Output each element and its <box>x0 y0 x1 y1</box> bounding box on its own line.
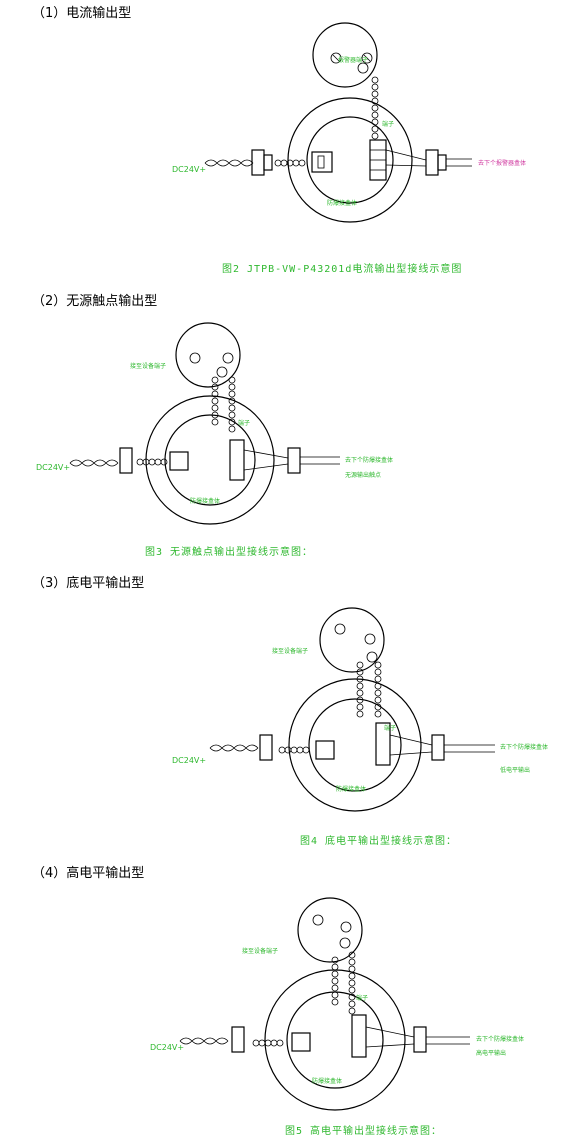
module-box <box>311 151 333 173</box>
sensor-head-circle <box>175 322 241 388</box>
section-4-caption: 图5 高电平输出型接线示意图： <box>285 1126 443 1137</box>
right-label: 去下个报警器盒体 <box>478 159 526 167</box>
right-label: 去下个防爆接盒体 <box>345 456 393 464</box>
side-label: 端子 <box>238 419 250 427</box>
section-2-caption: 图3 无源触点输出型接线示意图： <box>145 547 314 558</box>
bottom-label: 防爆接盒体 <box>312 1077 342 1085</box>
bottom-label: 防爆接盒体 <box>327 199 357 207</box>
side-label: 端子 <box>356 994 368 1002</box>
inner-label: 接至设备端子 <box>242 947 278 955</box>
enclosure-inner <box>286 991 384 1089</box>
section-3-heading: （3）底电平输出型 <box>32 576 145 591</box>
dc-label: DC24V+ <box>172 756 206 765</box>
left-gland <box>251 149 265 176</box>
inner-label: 接至设备端子 <box>272 647 308 655</box>
section-4-heading: （4）高电平输出型 <box>32 866 145 881</box>
extra-right-label: 无源输出触点 <box>345 471 381 479</box>
wiring-diagram-1: 报警器端子 端子 防爆接盒体 DC24V+ 去下个报警器盒体 <box>172 22 526 223</box>
side-label: 端子 <box>384 724 396 732</box>
enclosure-outer <box>145 395 275 525</box>
sensor-head-circle <box>297 897 363 963</box>
terminal-screw <box>330 52 342 64</box>
dc-label: DC24V+ <box>172 165 206 174</box>
enclosure-inner <box>308 698 402 792</box>
sensor-head-circle <box>319 607 385 673</box>
dc-label: DC24V+ <box>150 1043 184 1052</box>
bottom-label: 防爆接盒体 <box>190 497 220 505</box>
extra-right-label: 高电平输出 <box>476 1049 506 1057</box>
extra-right-label: 低电平输出 <box>500 766 530 774</box>
enclosure-outer <box>287 97 413 223</box>
inner-label: 接至设备端子 <box>130 362 166 370</box>
wire-chain <box>274 76 379 167</box>
right-label: 去下个防爆接盒体 <box>500 743 548 751</box>
wiring-diagram-3: 接至设备端子 端子 防爆接盒体 DC24V+ 去下个防爆接盒体 低电平输出 <box>172 607 548 812</box>
bottom-label: 防爆接盒体 <box>336 785 366 793</box>
enclosure-inner <box>306 116 394 204</box>
section-1-heading: （1）电流输出型 <box>32 6 132 21</box>
inner-label: 报警器端子 <box>338 56 368 64</box>
terminal-screw <box>361 52 373 64</box>
right-label: 去下个防爆接盒体 <box>476 1035 524 1043</box>
enclosure-inner <box>164 414 256 506</box>
section-1-caption: 图2 JTPB-VW-P43201d电流输出型接线示意图 <box>222 264 463 275</box>
side-label: 端子 <box>382 120 394 128</box>
wiring-diagram-2: 接至设备端子 端子 防爆接盒体 DC24V+ 去下个防爆接盒体 无源输出触点 <box>36 322 393 525</box>
enclosure-outer <box>288 678 422 812</box>
wiring-diagram-4: 接至设备端子 端子 防爆接盒体 DC24V+ 去下个防爆接盒体 高电平输出 <box>150 897 524 1111</box>
right-gland <box>425 149 439 176</box>
section-3-caption: 图4 底电平输出型接线示意图： <box>300 836 458 847</box>
terminal-screw <box>357 62 369 74</box>
dc-label: DC24V+ <box>36 463 70 472</box>
sensor-head-circle <box>312 22 378 88</box>
section-2-heading: （2）无源触点输出型 <box>32 294 158 309</box>
